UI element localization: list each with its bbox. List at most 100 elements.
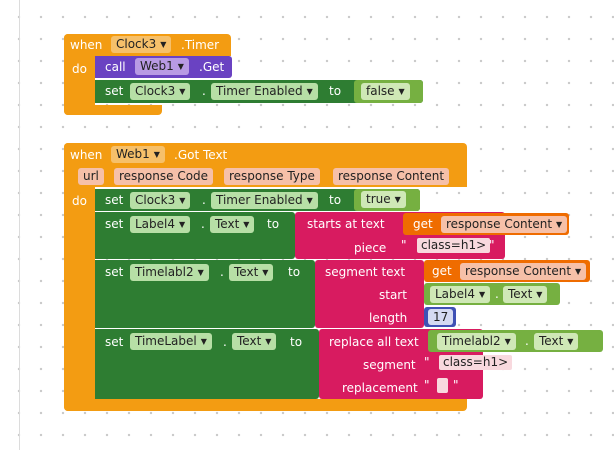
open-quote: "	[424, 378, 430, 392]
set-label4-text-block[interactable]: set Label4▼ . Text▼ to	[95, 212, 295, 259]
chevron-down-icon: ▼	[556, 220, 563, 229]
property-dropdown-text[interactable]: Text▼	[534, 333, 579, 350]
label4-text-getter-block[interactable]: Label4▼ . Text▼	[424, 283, 560, 305]
to-keyword: to	[267, 217, 280, 231]
property-name: Text	[237, 334, 262, 348]
component-dropdown-clock3[interactable]: Clock3▼	[130, 192, 191, 209]
param-url[interactable]: url	[78, 168, 104, 185]
starts-at-text-label: starts at text	[307, 217, 385, 231]
property-dropdown-timer-enabled[interactable]: Timer Enabled▼	[211, 192, 318, 209]
segment-string-value[interactable]: class=h1>	[439, 355, 513, 370]
variable-name: response Content	[465, 264, 572, 278]
param-response-type[interactable]: response Type	[224, 168, 320, 185]
get-response-content-block[interactable]: get response Content▼	[403, 213, 569, 235]
chevron-down-icon: ▼	[504, 337, 511, 346]
chevron-down-icon: ▼	[177, 62, 184, 71]
event-name: .Got Text	[174, 148, 228, 162]
component-dropdown-timelabl2[interactable]: Timelabl2▼	[437, 333, 516, 350]
variable-dropdown[interactable]: response Content▼	[460, 263, 587, 280]
text-string-block[interactable]: " class=h1> "	[397, 237, 505, 256]
to-keyword: to	[288, 265, 301, 279]
set-clock3-timer-enabled-block[interactable]: set Clock3▼ . Timer Enabled▼ to false▼	[95, 80, 423, 103]
open-quote: "	[424, 355, 430, 369]
component-name: Label4	[435, 287, 476, 301]
set-keyword: set	[105, 193, 124, 207]
component-name: Web1	[116, 147, 150, 161]
chevron-down-icon: ▼	[398, 87, 405, 96]
clock3-timer-event-block[interactable]: when Clock3▼ .Timer do call Web1▼ .Get s…	[64, 34, 423, 115]
logic-true-block[interactable]: true▼	[354, 189, 420, 211]
param-response-content[interactable]: response Content	[333, 168, 450, 185]
property-name: Text	[508, 287, 533, 301]
property-name: Timer Enabled	[216, 84, 303, 98]
property-dropdown-text[interactable]: Text▼	[229, 264, 274, 281]
set-timelabl2-text-block[interactable]: set Timelabl2▼ . Text▼ to	[95, 260, 315, 328]
dot-separator: .	[202, 84, 206, 98]
timelabl2-text-getter-block[interactable]: Timelabl2▼ . Text▼	[428, 330, 603, 352]
boolean-dropdown[interactable]: false▼	[361, 83, 410, 100]
param-response-code[interactable]: response Code	[114, 168, 214, 185]
method-name: .Get	[199, 60, 225, 74]
piece-label: piece	[354, 241, 387, 255]
chevron-down-icon: ▼	[197, 268, 204, 277]
set-keyword: set	[105, 335, 124, 349]
property-dropdown-text[interactable]: Text▼	[503, 286, 548, 303]
boolean-dropdown[interactable]: true▼	[361, 191, 406, 208]
close-quote: "	[511, 355, 517, 369]
component-dropdown-timelabel[interactable]: TimeLabel▼	[130, 333, 212, 350]
chevron-down-icon: ▼	[536, 290, 543, 299]
set-timelabel-text-block[interactable]: set TimeLabel▼ . Text▼ to	[95, 329, 319, 399]
event-footer	[64, 105, 162, 115]
dot-separator: .	[495, 287, 499, 301]
event-name: .Timer	[181, 38, 220, 52]
property-dropdown-text[interactable]: Text▼	[210, 216, 255, 233]
segment-label: segment	[363, 358, 416, 372]
component-dropdown-web1[interactable]: Web1▼	[111, 146, 165, 163]
open-quote: "	[401, 238, 407, 252]
piece-string-value[interactable]: class=h1>	[417, 238, 491, 253]
segment-string-block[interactable]: " class=h1> "	[421, 354, 525, 374]
chevron-down-icon: ▼	[262, 268, 269, 277]
component-name: Clock3	[135, 193, 176, 207]
component-dropdown-label4[interactable]: Label4▼	[430, 286, 491, 303]
set-clock3-timer-enabled-block[interactable]: set Clock3▼ . Timer Enabled▼ to true▼	[95, 189, 420, 211]
number-value[interactable]: 17	[428, 309, 454, 325]
variable-name: response Content	[446, 217, 553, 231]
component-name: Timelabl2	[442, 334, 501, 348]
call-keyword: call	[105, 60, 126, 74]
replacement-string-value[interactable]	[437, 378, 448, 393]
component-dropdown-web1[interactable]: Web1▼	[135, 58, 189, 75]
event-spine	[64, 143, 95, 411]
close-quote: "	[453, 378, 459, 392]
chevron-down-icon: ▼	[200, 337, 207, 346]
event-spine	[64, 34, 95, 115]
segment-text-block[interactable]: segment text start length	[315, 260, 424, 328]
chevron-down-icon: ▼	[567, 337, 574, 346]
chevron-down-icon: ▼	[479, 290, 486, 299]
number-block[interactable]: 17	[424, 307, 456, 327]
logic-false-block[interactable]: false▼	[354, 80, 423, 103]
component-dropdown-label4[interactable]: Label4▼	[130, 216, 191, 233]
set-keyword: set	[105, 265, 124, 279]
property-dropdown-timer-enabled[interactable]: Timer Enabled▼	[211, 83, 318, 100]
variable-dropdown[interactable]: response Content▼	[441, 216, 568, 233]
property-dropdown-text[interactable]: Text▼	[232, 333, 277, 350]
call-web1-get-block[interactable]: call Web1▼ .Get	[95, 56, 232, 78]
get-response-content-block[interactable]: get response Content▼	[424, 260, 590, 282]
chevron-down-icon: ▼	[179, 220, 186, 229]
boolean-value: false	[366, 84, 395, 98]
event-footer	[64, 399, 467, 411]
dot-separator: .	[201, 217, 205, 231]
web1-got-text-event-block[interactable]: when Web1▼ .Got Text url response Code r…	[64, 143, 603, 411]
chevron-down-icon: ▼	[179, 87, 186, 96]
do-keyword: do	[72, 194, 87, 208]
when-keyword: when	[70, 148, 103, 162]
component-dropdown-clock3[interactable]: Clock3▼	[130, 83, 191, 100]
replacement-string-block[interactable]: " "	[421, 377, 467, 397]
component-dropdown-timelabl2[interactable]: Timelabl2▼	[130, 264, 209, 281]
chevron-down-icon: ▼	[160, 40, 167, 49]
component-dropdown-clock3[interactable]: Clock3▼	[111, 36, 172, 53]
to-keyword: to	[290, 335, 303, 349]
property-name: Text	[539, 334, 564, 348]
component-name: Clock3	[116, 37, 157, 51]
